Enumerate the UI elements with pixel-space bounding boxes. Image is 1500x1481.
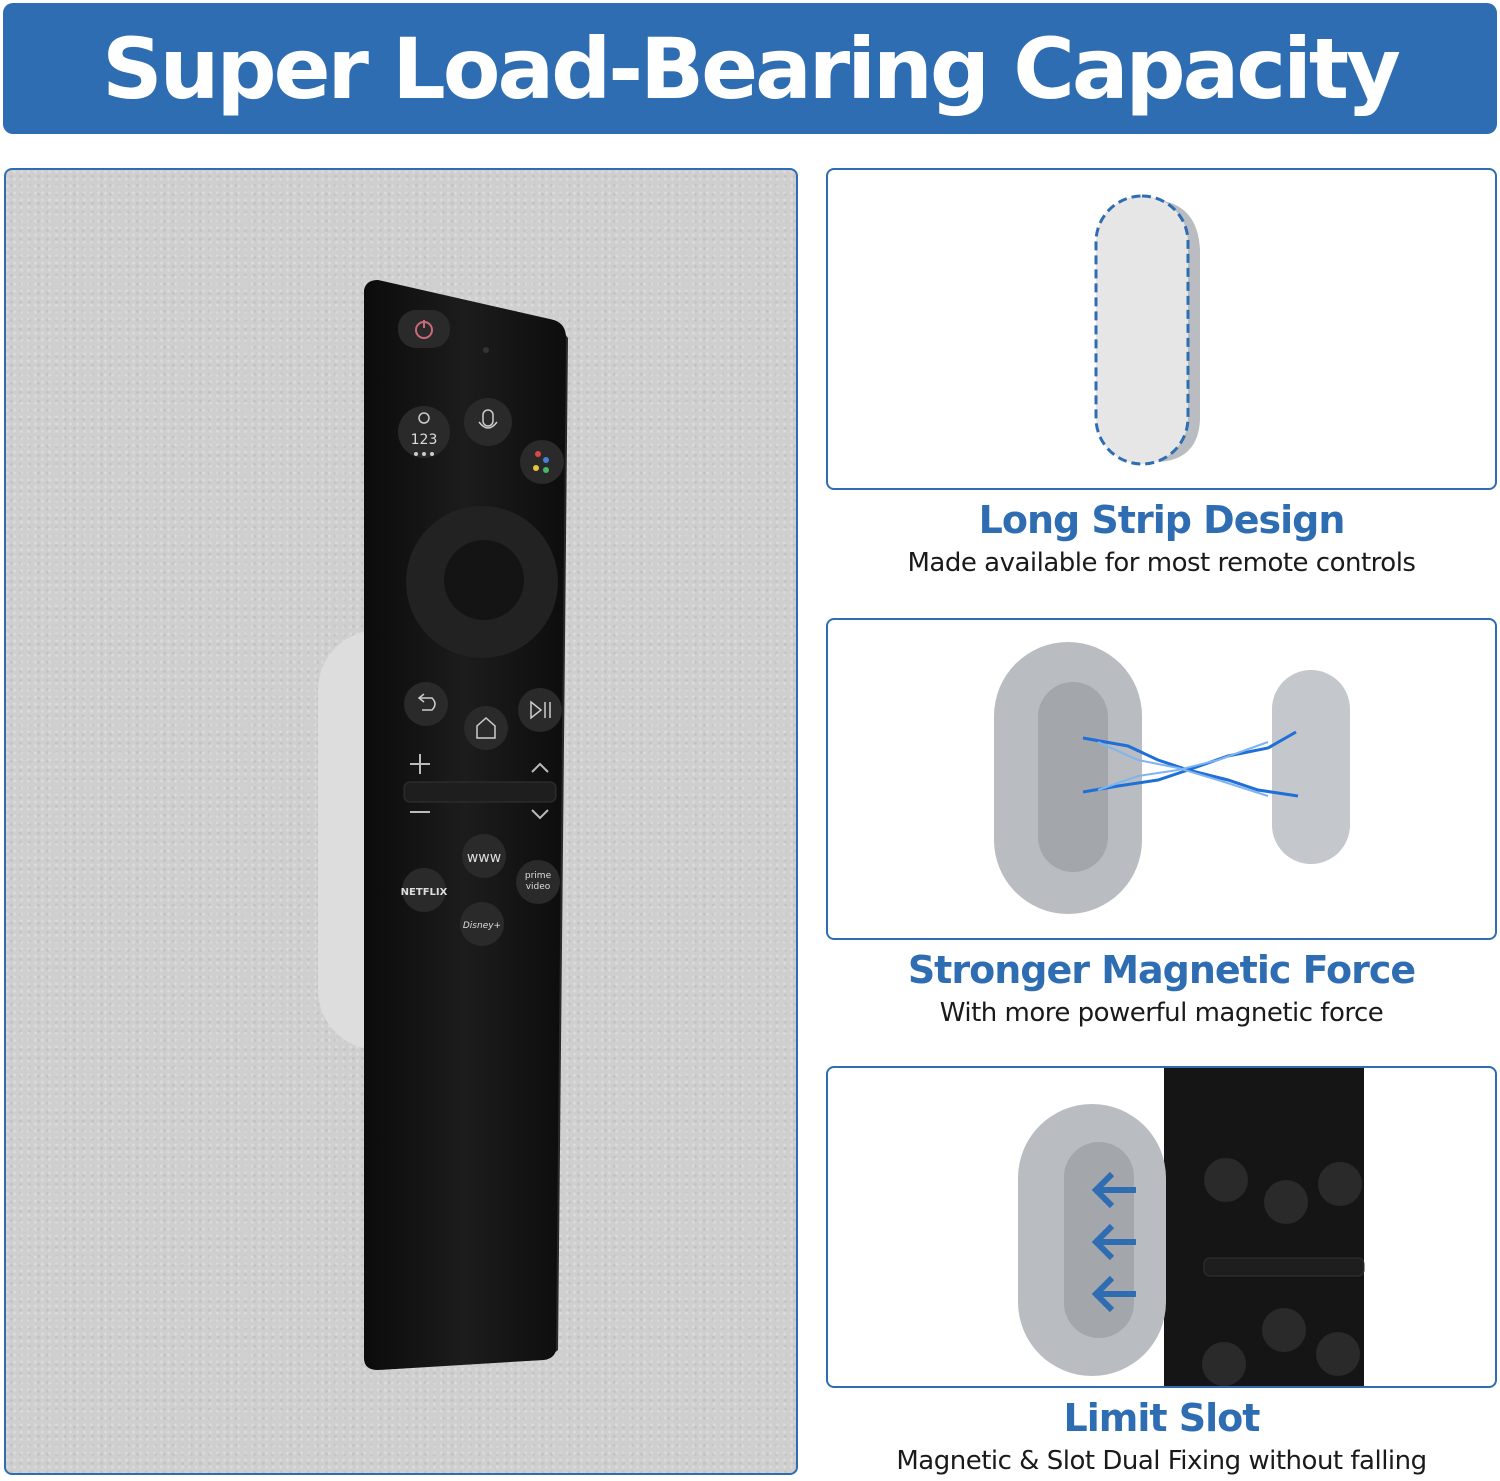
prime-video-key: [1316, 1332, 1360, 1376]
play-pause-icon[interactable]: [518, 688, 562, 732]
feature-title-magnetic: Stronger Magnetic Force: [907, 948, 1416, 992]
holder-large-slot: [1038, 682, 1108, 872]
long-strip-pad: [1094, 194, 1190, 466]
settings-icon[interactable]: 123: [398, 406, 450, 458]
www-key: [1262, 1308, 1306, 1352]
back-icon[interactable]: [404, 682, 448, 726]
www-key[interactable]: www: [462, 834, 506, 878]
feature-desc-limit-slot: Magnetic & Slot Dual Fixing without fall…: [896, 1446, 1427, 1476]
power-icon[interactable]: [398, 310, 450, 348]
prime-key-label-2: video: [526, 882, 551, 892]
back-icon: [1204, 1158, 1248, 1202]
lightning-icon: [1082, 730, 1299, 798]
volume-channel-rocker[interactable]: [403, 781, 557, 803]
microphone-icon[interactable]: [464, 398, 512, 446]
ok-button[interactable]: [444, 540, 524, 620]
chevron-down-icon[interactable]: [531, 809, 549, 820]
magnetic-force-illustration: [994, 642, 1350, 914]
feature-desc-long-strip: Made available for most remote controls: [907, 548, 1416, 578]
www-key-label: www: [467, 850, 501, 866]
remote-illustration: 123: [318, 280, 568, 1370]
banner-title: Super Load-Bearing Capacity: [102, 19, 1401, 118]
feature-desc-magnetic: With more powerful magnetic force: [939, 998, 1384, 1028]
feature-title-long-strip: Long Strip Design: [978, 498, 1346, 542]
prime-video-key[interactable]: prime video: [516, 860, 560, 904]
netflix-key: [1202, 1342, 1246, 1386]
limit-slot-image-box: [826, 1066, 1497, 1388]
disney-key-label: Disney+: [463, 921, 501, 931]
home-icon[interactable]: [464, 706, 508, 750]
arrow-left-icon: [1091, 1171, 1136, 1313]
settings-key-label: 123: [411, 432, 438, 448]
disney-key[interactable]: Disney+: [460, 902, 504, 946]
chevron-up-icon[interactable]: [531, 762, 549, 773]
limit-slot-illustration: [1018, 1068, 1365, 1386]
volume-channel-rocker: [1203, 1257, 1365, 1277]
home-icon: [1264, 1180, 1308, 1224]
assistant-dots-icon[interactable]: [520, 440, 564, 484]
remote-wall-photo: 123: [4, 168, 798, 1475]
long-strip-image-box: [826, 168, 1497, 490]
header-banner: Super Load-Bearing Capacity: [3, 3, 1497, 134]
long-strip-illustration: [1094, 194, 1200, 466]
magnetic-force-image-box: [826, 618, 1497, 940]
netflix-key-label: NETFLIX: [401, 887, 448, 898]
netflix-key[interactable]: NETFLIX: [401, 868, 448, 912]
play-pause-icon: [1318, 1162, 1362, 1206]
feature-title-limit-slot: Limit Slot: [1063, 1396, 1261, 1440]
prime-key-label-1: prime: [525, 871, 552, 881]
holder-small: [1272, 670, 1350, 864]
plus-icon[interactable]: [410, 754, 430, 774]
